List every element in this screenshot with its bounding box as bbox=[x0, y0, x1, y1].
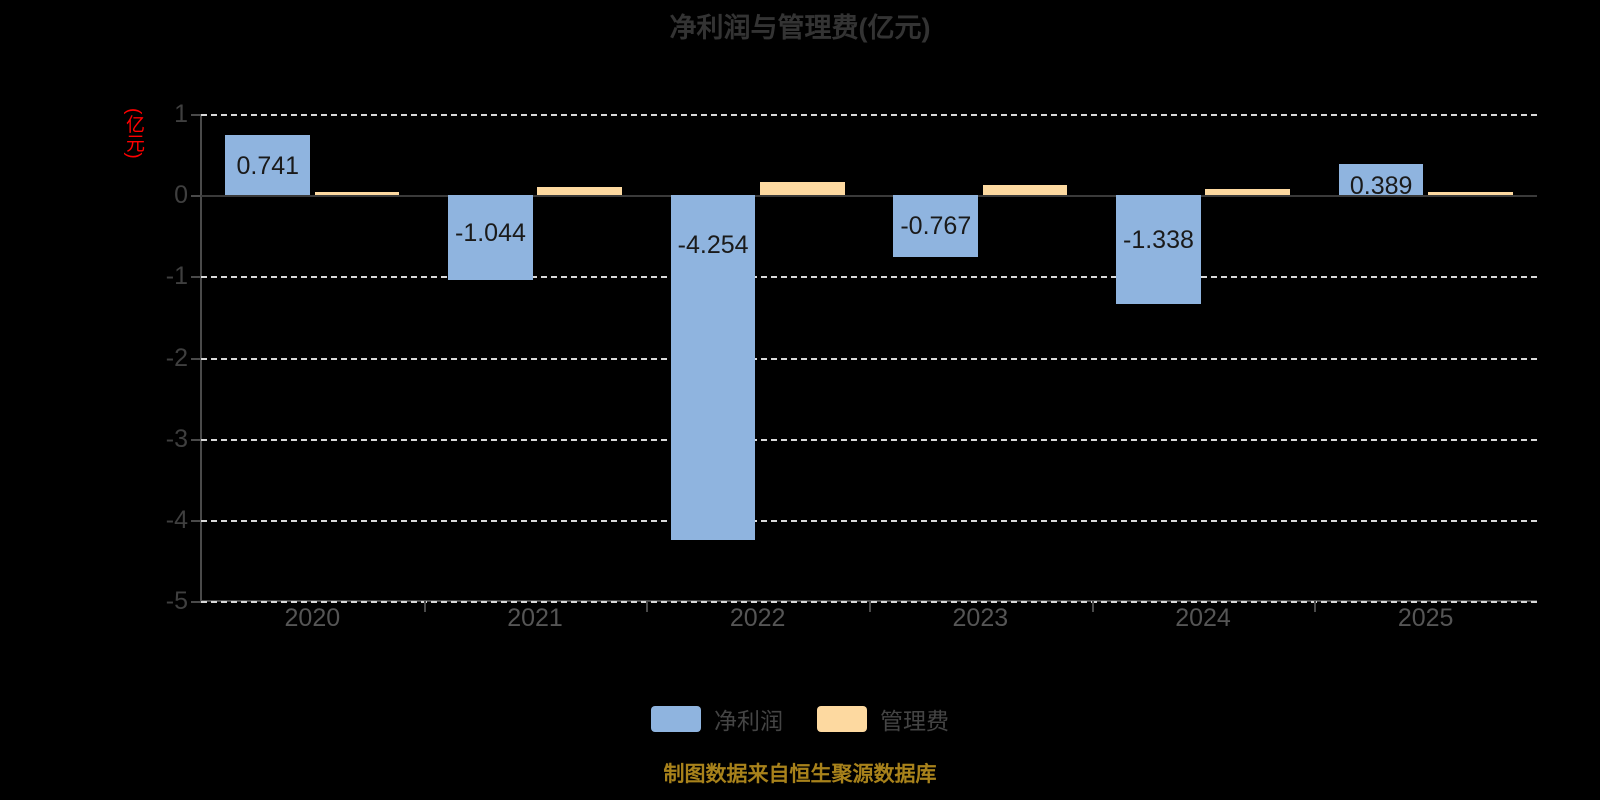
x-axis-tick-label: 2024 bbox=[1175, 604, 1231, 632]
x-axis-band-separator bbox=[423, 600, 426, 612]
plot-area: 0.741 -1.044 -4.254 -0.767 -1.338 0.389 bbox=[191, 114, 1537, 603]
bar-net-profit[interactable] bbox=[670, 195, 756, 541]
bar-value-label: -4.254 bbox=[677, 231, 749, 260]
y-axis-tick-label: -2 bbox=[165, 343, 188, 372]
bar-net-profit[interactable] bbox=[893, 195, 979, 258]
gridline bbox=[201, 114, 1537, 116]
legend-swatch-net-profit bbox=[651, 706, 701, 732]
bar-admin-expense[interactable] bbox=[759, 182, 845, 196]
x-axis-tick-label: 2022 bbox=[729, 604, 786, 632]
bar-net-profit[interactable] bbox=[1116, 195, 1201, 304]
y-axis-tick-label: -1 bbox=[165, 262, 188, 291]
y-axis-tick-mark bbox=[191, 519, 201, 522]
bar-value-label: 0.389 bbox=[1349, 171, 1413, 200]
y-axis-tick-mark bbox=[191, 276, 201, 279]
x-axis-band-separator bbox=[1091, 600, 1094, 612]
bar-net-profit[interactable] bbox=[1338, 163, 1424, 196]
legend-label-admin-expense: 管理费 bbox=[880, 708, 949, 734]
y-axis-tick-label: 0 bbox=[174, 181, 188, 210]
bar-admin-expense[interactable] bbox=[1205, 189, 1290, 196]
legend-label-net-profit: 净利润 bbox=[714, 708, 783, 734]
legend-item-admin-expense[interactable]: 管理费 bbox=[817, 702, 949, 736]
legend-swatch-admin-expense bbox=[817, 706, 867, 732]
x-axis-band-separator bbox=[869, 600, 871, 612]
y-axis-tick-mark bbox=[191, 601, 201, 603]
y-axis-tick-mark bbox=[191, 357, 201, 360]
bar-admin-expense[interactable] bbox=[1427, 191, 1513, 196]
source-note: 制图数据来自恒生聚源数据库 bbox=[663, 763, 937, 786]
y-axis-tick-mark bbox=[191, 195, 201, 198]
y-axis-tick-label: -3 bbox=[165, 424, 188, 453]
y-axis-tick-label: -5 bbox=[165, 587, 188, 615]
y-axis-unit-label: (亿元) bbox=[123, 108, 144, 159]
x-axis-tick-label: 2025 bbox=[1397, 604, 1454, 632]
y-axis-tick-label: -4 bbox=[165, 505, 188, 534]
bar-value-label: -1.338 bbox=[1123, 225, 1194, 254]
chart-title: 净利润与管理费(亿元) bbox=[669, 13, 931, 43]
bar-admin-expense[interactable] bbox=[314, 191, 400, 196]
bar-value-label: -1.044 bbox=[455, 218, 526, 247]
gridline bbox=[201, 438, 1537, 441]
bar-admin-expense[interactable] bbox=[537, 187, 622, 196]
x-axis-tick-label: 2023 bbox=[952, 604, 1009, 632]
y-axis-tick-label: 1 bbox=[174, 100, 188, 128]
gridline bbox=[201, 357, 1537, 360]
bar-net-profit[interactable] bbox=[448, 195, 533, 280]
bar-value-label: -0.767 bbox=[900, 211, 972, 240]
bar-admin-expense[interactable] bbox=[982, 185, 1068, 196]
x-axis-tick-label: 2021 bbox=[507, 604, 563, 632]
x-axis-tick-label: 2020 bbox=[284, 604, 341, 632]
gridline bbox=[201, 519, 1537, 522]
y-axis-tick-mark bbox=[191, 114, 201, 116]
bar-value-label: 0.741 bbox=[236, 152, 300, 181]
legend-item-net-profit[interactable]: 净利润 bbox=[651, 702, 783, 736]
gridline bbox=[201, 276, 1537, 279]
bar-net-profit[interactable] bbox=[225, 135, 311, 196]
y-axis-tick-mark bbox=[191, 438, 201, 441]
x-axis-band-separator bbox=[646, 600, 649, 612]
zero-line bbox=[201, 195, 1537, 198]
chart-legend: 净利润 管理费 bbox=[0, 702, 1600, 736]
x-axis-band-separator bbox=[1314, 600, 1317, 612]
